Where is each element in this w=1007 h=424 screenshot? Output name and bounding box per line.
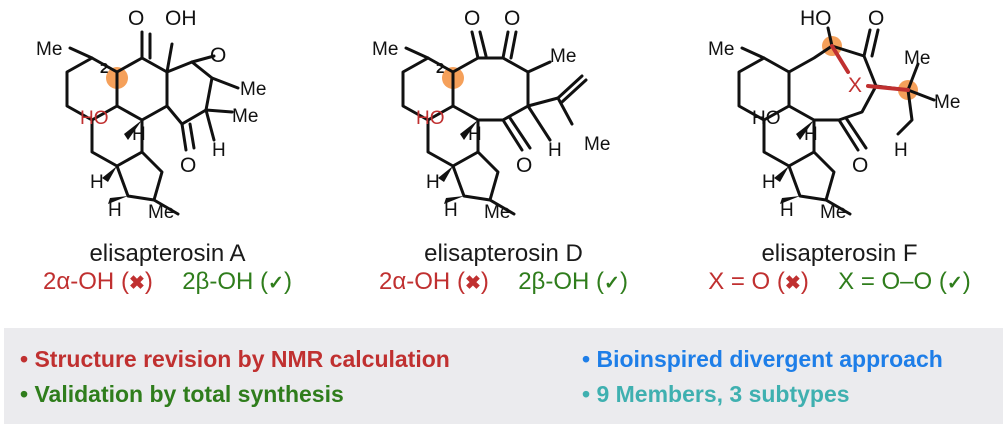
rejected-assignment: 2α-OH	[43, 268, 115, 295]
atom-ketone-o: O	[464, 7, 480, 30]
atom-ho: HO	[416, 108, 445, 129]
atom-h-bridge: H	[894, 140, 908, 161]
confirmed-assignment: X = O–O	[838, 268, 933, 295]
atom-lower-ketone-o: O	[852, 154, 868, 177]
bullet-validation: • Validation by total synthesis	[20, 381, 344, 407]
atom-me-right: Me	[904, 48, 930, 69]
compound-name: elisapterosin A	[89, 240, 246, 267]
atom-me-bottom: Me	[820, 202, 846, 223]
bullet-bioinspired: • Bioinspired divergent approach	[582, 346, 943, 372]
bullet-revision: • Structure revision by NMR calculation	[20, 346, 450, 372]
atom-h-bottom: H	[444, 200, 458, 221]
atom-me-bottom: Me	[148, 202, 174, 223]
atom-me-right: Me	[240, 79, 266, 100]
atom-h-bridge: H	[548, 140, 562, 161]
structure-elisapterosin-d: O O Me Me Me HO H O H H H Me 2	[372, 7, 610, 223]
bullet-dot-icon: •	[582, 381, 591, 407]
atom-me-left: Me	[36, 39, 62, 60]
compound-panel-elisapterosin-f: HO O Me Me Me X HO H O H H H Me elisapte…	[672, 0, 1007, 300]
atom-oh: OH	[165, 7, 197, 30]
cross-icon: ✖	[128, 273, 145, 294]
locant-c2: 2	[436, 60, 444, 77]
cross-icon: ✖	[464, 273, 481, 294]
atom-me-left: Me	[372, 39, 398, 60]
atom-h-junction: H	[426, 172, 440, 193]
compound-name: elisapterosin D	[424, 240, 583, 267]
atom-me-bottom: Me	[484, 202, 510, 223]
atom-ketone-o-2: O	[504, 7, 520, 30]
skeleton-bonds	[65, 30, 240, 216]
peroxide-bridge	[830, 44, 910, 92]
compound-panel-elisapterosin-d: O O Me Me Me HO H O H H H Me 2 elisapter…	[336, 0, 671, 300]
bullet-dot-icon: •	[20, 381, 29, 407]
atom-h-bridge: H	[212, 140, 226, 161]
atom-lower-ketone-o: O	[516, 154, 532, 177]
structure-elisapterosin-a: O OH O Me Me Me HO H O H H H Me 2	[36, 7, 266, 223]
atom-me-right-2: Me	[232, 106, 258, 127]
atom-bridge-o: O	[210, 44, 226, 67]
bullet-dot-icon: •	[20, 346, 29, 372]
atom-me-right-2: Me	[934, 92, 960, 113]
summary-box: • Structure revision by NMR calculation …	[4, 328, 1003, 424]
check-icon: ✓	[268, 273, 284, 294]
atom-ketone-o: O	[128, 7, 144, 30]
stereo-verdict: 2α-OH (✖) 2β-OH (✓)	[43, 268, 292, 295]
check-icon: ✓	[604, 273, 620, 294]
atom-ho: HO	[80, 108, 109, 129]
atom-me-isopropenyl: Me	[584, 134, 610, 155]
locant-c2: 2	[100, 60, 108, 77]
wedge-bonds	[438, 120, 478, 204]
rejected-assignment: X = O	[708, 268, 771, 295]
atom-h-junction: H	[762, 172, 776, 193]
atom-me-left: Me	[708, 39, 734, 60]
cross-icon: ✖	[784, 273, 801, 294]
atom-h-bottom: H	[108, 200, 122, 221]
atom-me-right: Me	[550, 46, 576, 67]
atom-h-ring: H	[468, 124, 482, 145]
compound-panel-elisapterosin-a: O OH O Me Me Me HO H O H H H Me 2 elisap…	[0, 0, 335, 300]
wedge-bonds	[774, 120, 814, 204]
skeleton-bonds	[401, 30, 588, 216]
stereo-verdict: X = O (✖) X = O–O (✓)	[708, 268, 971, 295]
wedge-bonds	[102, 120, 142, 204]
atom-h-ring: H	[132, 124, 146, 145]
bullet-members: • 9 Members, 3 subtypes	[582, 381, 850, 407]
atom-h-bottom: H	[780, 200, 794, 221]
atom-h-ring: H	[804, 124, 818, 145]
atom-x: X	[848, 74, 862, 97]
atom-ketone-o: O	[868, 7, 884, 30]
skeleton-bonds	[737, 26, 936, 216]
atom-lower-ketone-o: O	[180, 154, 196, 177]
rejected-assignment: 2α-OH	[379, 268, 451, 295]
atom-ho-top: HO	[800, 7, 832, 30]
confirmed-assignment: 2β-OH	[182, 268, 254, 295]
stereo-verdict: 2α-OH (✖) 2β-OH (✓)	[379, 268, 628, 295]
confirmed-assignment: 2β-OH	[518, 268, 590, 295]
compound-name: elisapterosin F	[761, 240, 918, 267]
atom-ho: HO	[752, 108, 781, 129]
atom-h-junction: H	[90, 172, 104, 193]
bullet-dot-icon: •	[582, 346, 591, 372]
check-icon: ✓	[946, 273, 963, 294]
structure-elisapterosin-f: HO O Me Me Me X HO H O H H H Me	[708, 7, 960, 223]
